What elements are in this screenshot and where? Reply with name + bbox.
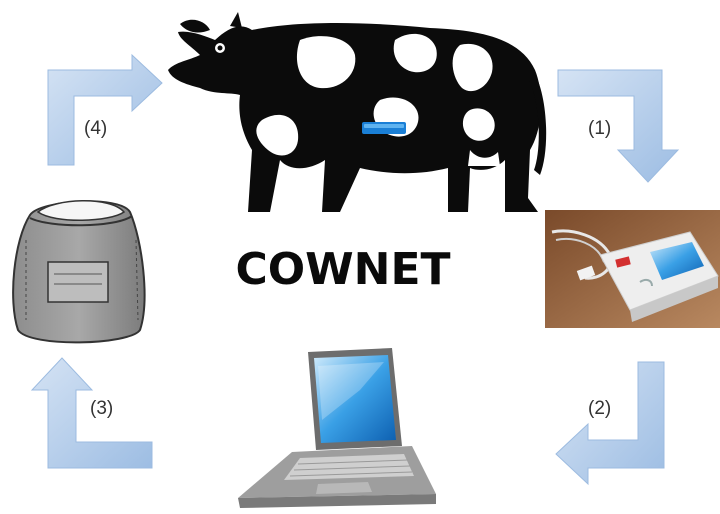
arrow-step-4	[47, 53, 163, 166]
step-label-1: (1)	[588, 118, 612, 139]
arrow-step-2	[555, 361, 665, 486]
arrow-step-3	[30, 357, 153, 469]
step-label-2: (2)	[588, 398, 612, 419]
collar-sensor-icon	[362, 122, 406, 134]
cow-icon	[168, 12, 547, 212]
step-label-4: (4)	[84, 118, 108, 139]
feed-sack-icon	[12, 200, 146, 344]
diagram-title: COWNET	[235, 244, 451, 295]
reader-device-icon	[545, 210, 720, 328]
step-label-3: (3)	[90, 398, 114, 419]
laptop-icon	[238, 348, 436, 508]
arrow-step-1	[557, 69, 680, 183]
